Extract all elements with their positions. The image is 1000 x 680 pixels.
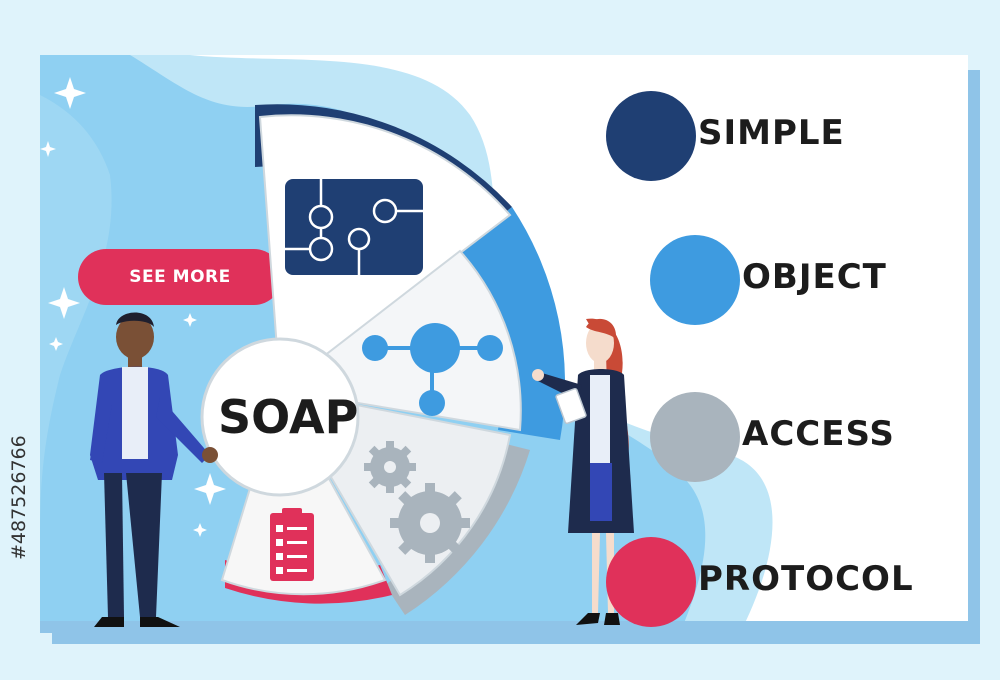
- acronym-circle: [650, 392, 740, 482]
- acronym-row-access: ACCESS: [650, 392, 968, 482]
- acronym-circle: [606, 537, 696, 627]
- see-more-button[interactable]: SEE MORE: [78, 249, 282, 305]
- man-figure: [90, 312, 218, 627]
- floor-bar: [40, 621, 968, 633]
- acronym-word: PROTOCOL: [698, 559, 914, 599]
- acronym-word: OBJECT: [742, 257, 887, 297]
- checklist-icon: [270, 508, 314, 581]
- acronym-row-simple: SIMPLE: [606, 91, 966, 181]
- banner-frame: SEE MORE: [40, 55, 968, 633]
- center-label: SOAP: [218, 390, 359, 444]
- acronym-circle: [650, 235, 740, 325]
- center-circle: [200, 337, 360, 497]
- circuit-icon: [285, 179, 423, 275]
- acronym-row-object: OBJECT: [650, 235, 968, 325]
- gears-icon: [364, 441, 470, 563]
- stock-id-watermark: #487526766: [8, 435, 30, 560]
- network-nodes-icon: [362, 323, 503, 416]
- acronym-word: ACCESS: [742, 414, 895, 454]
- arc-blue: [460, 207, 566, 440]
- soap-fan-diagram: [200, 104, 566, 615]
- acronym-row-protocol: PROTOCOL: [606, 537, 966, 627]
- acronym-word: SIMPLE: [698, 113, 845, 153]
- woman-figure: [532, 318, 634, 625]
- acronym-circle: [606, 91, 696, 181]
